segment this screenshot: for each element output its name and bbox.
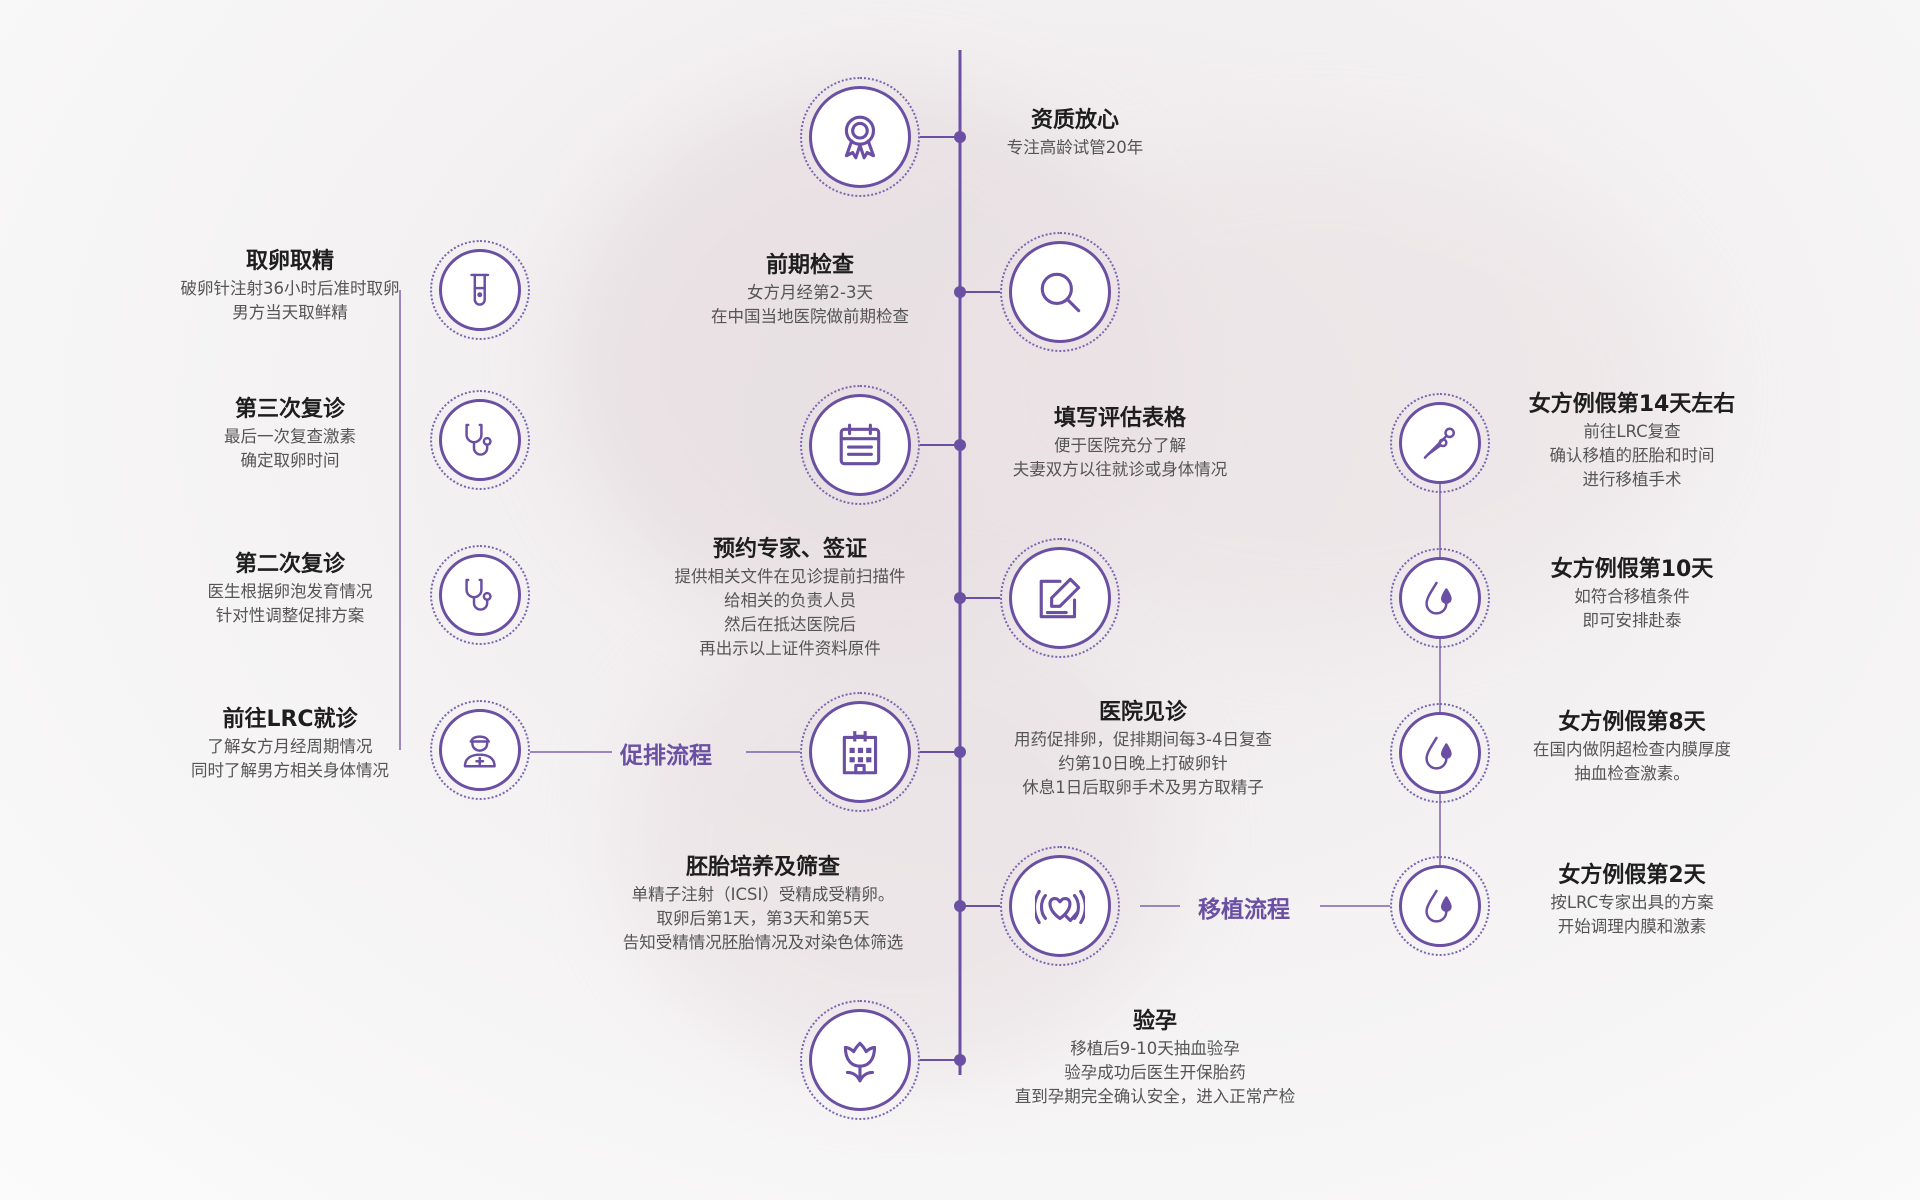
step-line: 移植后9-10天抽血验孕 xyxy=(1070,1039,1240,1058)
step-cycle-day-10: 女方例假第10天 如符合移植条件 即可安排赴泰 xyxy=(1551,555,1714,633)
nurse-icon-node xyxy=(430,700,530,800)
step-line: 最后一次复查激素 xyxy=(224,427,356,446)
tulip-icon xyxy=(843,1041,877,1083)
step-title: 第二次复诊 xyxy=(234,552,345,577)
scissors-icon-node xyxy=(1390,393,1490,493)
step-line: 如符合移植条件 xyxy=(1574,587,1690,606)
step-line: 破卵针注射36小时后准时取卵 xyxy=(180,279,400,298)
step-line: 了解女方月经周期情况 xyxy=(207,737,373,756)
step-line: 给相关的负责人员 xyxy=(724,591,856,610)
step-pregnancy-test: 验孕 移植后9-10天抽血验孕 验孕成功后医生开保胎药 直到孕期完全确认安全，进… xyxy=(1015,1007,1296,1109)
step-line: 确认移植的胚胎和时间 xyxy=(1549,446,1715,465)
transfer-flow-label: 移植流程 xyxy=(1198,897,1290,923)
tulip-icon-node xyxy=(800,1000,920,1120)
step-embryo-culture: 胚胎培养及筛查 单精子注射（ICSI）受精成受精卵。 取卵后第1天，第3天和第5… xyxy=(623,853,904,955)
step-line: 单精子注射（ICSI）受精成受精卵。 xyxy=(631,885,895,904)
calendar-icon xyxy=(839,423,881,466)
heart-signal-icon-node xyxy=(1000,846,1120,966)
step-line: 休息1日后取卵手术及男方取精子 xyxy=(1022,778,1264,797)
step-line: 然后在抵达医院后 xyxy=(724,615,856,634)
step-title: 取卵取精 xyxy=(245,249,334,274)
step-visit-lrc: 前往LRC就诊 了解女方月经周期情况 同时了解男方相关身体情况 xyxy=(191,705,389,783)
step-title: 填写评估表格 xyxy=(1053,406,1186,431)
step-line: 即可安排赴泰 xyxy=(1582,611,1682,630)
step-cycle-day-14: 女方例假第14天左右 前往LRC复查 确认移植的胚胎和时间 进行移植手术 xyxy=(1529,390,1736,492)
step-line: 开始调理内膜和激素 xyxy=(1557,917,1707,936)
stethoscope-icon xyxy=(465,578,492,612)
step-line: 提供相关文件在见诊提前扫描件 xyxy=(674,567,906,586)
step-third-followup: 第三次复诊 最后一次复查激素 确定取卵时间 xyxy=(224,395,356,473)
drop-icon xyxy=(1425,889,1452,923)
stethoscope-icon xyxy=(465,423,492,457)
test-tube-icon-node xyxy=(430,240,530,340)
step-title: 胚胎培养及筛查 xyxy=(685,855,840,880)
step-title: 女方例假第10天 xyxy=(1550,557,1714,582)
step-line: 取卵后第1天，第3天和第5天 xyxy=(656,909,870,928)
drop-icon-node-3 xyxy=(1390,856,1490,956)
step-line: 专注高龄试管20年 xyxy=(1006,138,1144,157)
stethoscope-icon-node-1 xyxy=(430,390,530,490)
step-title: 医院见诊 xyxy=(1098,700,1188,725)
step-line: 在中国当地医院做前期检查 xyxy=(711,307,909,326)
step-line: 确定取卵时间 xyxy=(240,451,340,470)
step-line: 夫妻双方以往就诊或身体情况 xyxy=(1012,460,1228,479)
step-title: 前期检查 xyxy=(765,253,854,278)
step-line: 直到孕期完全确认安全，进入正常产检 xyxy=(1014,1087,1296,1106)
step-title: 验孕 xyxy=(1132,1009,1177,1034)
nurse-icon xyxy=(463,735,497,768)
hospital-icon xyxy=(842,731,878,775)
step-second-followup: 第二次复诊 医生根据卵泡发育情况 针对性调整促排方案 xyxy=(208,550,373,628)
drop-icon-node-1 xyxy=(1390,548,1490,648)
step-qualification: 资质放心 专注高龄试管20年 xyxy=(1007,106,1144,160)
drop-icon-node-2 xyxy=(1390,703,1490,803)
search-icon-node xyxy=(1000,232,1120,352)
step-line: 约第10日晚上打破卵针 xyxy=(1058,754,1228,773)
step-line: 验孕成功后医生开保胎药 xyxy=(1064,1063,1246,1082)
step-line: 医生根据卵泡发育情况 xyxy=(207,582,373,601)
step-hospital-visit: 医院见诊 用药促排卵，促排期间每3-4日复查 约第10日晚上打破卵针 休息1日后… xyxy=(1014,698,1272,800)
calendar-icon-node xyxy=(800,385,920,505)
step-title: 女方例假第14天左右 xyxy=(1528,392,1736,417)
step-line: 告知受精情况胚胎情况及对染色体筛选 xyxy=(622,933,904,952)
drop-icon xyxy=(1425,736,1452,770)
step-line: 同时了解男方相关身体情况 xyxy=(191,761,389,780)
step-line: 女方月经第2-3天 xyxy=(747,283,873,302)
step-cycle-day-8: 女方例假第8天 在国内做阴超检查内膜厚度 抽血检查激素。 xyxy=(1533,708,1731,786)
step-title: 女方例假第8天 xyxy=(1558,710,1706,735)
step-assessment-form: 填写评估表格 便于医院充分了解 夫妻双方以往就诊或身体情况 xyxy=(1013,404,1228,482)
hospital-icon-node xyxy=(800,692,920,812)
stimulation-flow-label: 促排流程 xyxy=(620,743,712,769)
step-line: 按LRC专家出具的方案 xyxy=(1550,893,1714,912)
heart-signal-icon xyxy=(1035,889,1085,925)
step-line: 男方当天取鲜精 xyxy=(232,303,348,322)
step-title: 女方例假第2天 xyxy=(1558,863,1706,888)
step-line: 进行移植手术 xyxy=(1582,470,1682,489)
search-icon xyxy=(1040,272,1081,313)
step-line: 前往LRC复查 xyxy=(1583,422,1681,441)
award-icon xyxy=(844,115,876,160)
step-cycle-day-2: 女方例假第2天 按LRC专家出具的方案 开始调理内膜和激素 xyxy=(1550,861,1713,939)
step-appointment-visa: 预约专家、签证 提供相关文件在见诊提前扫描件 给相关的负责人员 然后在抵达医院后… xyxy=(675,535,906,661)
step-line: 用药促排卵，促排期间每3-4日复查 xyxy=(1014,730,1272,749)
step-title: 预约专家、签证 xyxy=(712,537,867,562)
step-title: 资质放心 xyxy=(1030,108,1119,133)
step-line: 抽血检查激素。 xyxy=(1574,764,1690,783)
edit-icon-node xyxy=(1000,538,1120,658)
step-line: 在国内做阴超检查内膜厚度 xyxy=(1533,740,1731,759)
edit-icon xyxy=(1039,577,1081,619)
step-title: 前往LRC就诊 xyxy=(222,707,358,732)
step-line: 便于医院充分了解 xyxy=(1054,436,1186,455)
stethoscope-icon-node-2 xyxy=(430,545,530,645)
scissors-icon xyxy=(1423,427,1456,460)
step-egg-retrieval: 取卵取精 破卵针注射36小时后准时取卵 男方当天取鲜精 xyxy=(181,247,400,325)
step-title: 第三次复诊 xyxy=(234,397,345,422)
step-preliminary-check: 前期检查 女方月经第2-3天 在中国当地医院做前期检查 xyxy=(711,251,909,329)
test-tube-icon xyxy=(470,273,490,306)
step-line: 针对性调整促排方案 xyxy=(215,606,365,625)
drop-icon xyxy=(1425,581,1452,615)
step-line: 再出示以上证件资料原件 xyxy=(699,639,881,658)
award-icon-node xyxy=(800,77,920,197)
